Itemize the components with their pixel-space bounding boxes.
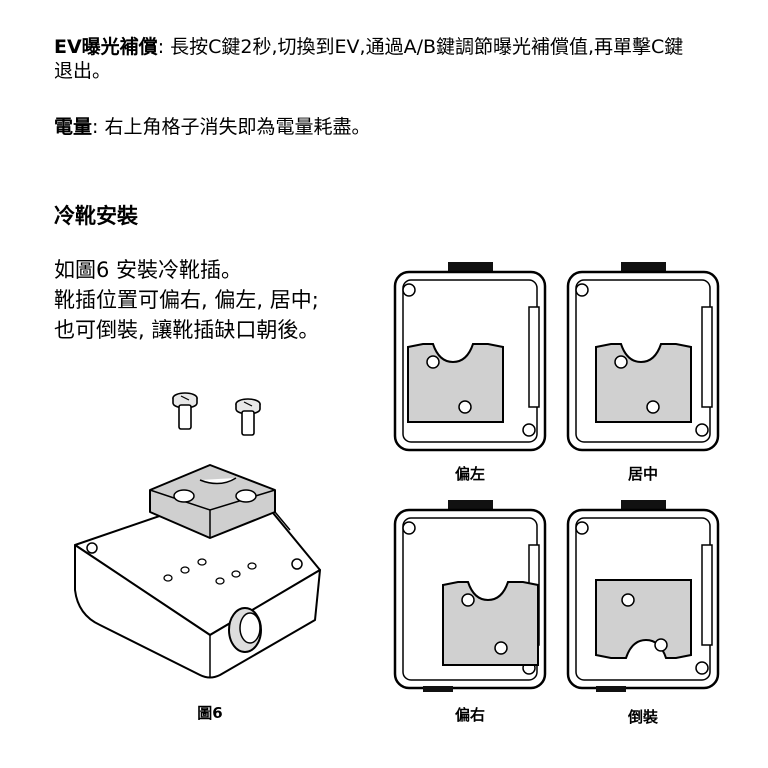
label-top-right: 居中: [627, 465, 658, 483]
install-line-2: 靴插位置可偏右, 偏左, 居中;: [54, 288, 319, 312]
panel-top-right: [566, 262, 720, 452]
label-bottom-left: 偏右: [454, 706, 485, 724]
install-instructions: 如圖6 安裝冷靴插。 靴插位置可偏右, 偏左, 居中; 也可倒裝, 讓靴插缺口朝…: [54, 255, 319, 345]
panel-bottom-left: [393, 500, 547, 692]
battery-paragraph: 電量: 右上角格子消失即為電量耗盡。: [54, 115, 694, 139]
section-title: 冷靴安裝: [54, 204, 138, 228]
ev-text: : 長按C鍵2秒,切換到EV,通過A/B鍵調節曝光補償值,再單擊C鍵退出。: [54, 36, 684, 82]
device-illustration: [74, 464, 321, 679]
battery-text: : 右上角格子消失即為電量耗盡。: [92, 116, 371, 138]
screw-icon: [172, 392, 198, 430]
label-bottom-right: 倒裝: [627, 708, 658, 726]
panel-top-left: [393, 262, 547, 452]
panel-bottom-right: [566, 500, 720, 692]
install-line-1: 如圖6 安裝冷靴插。: [54, 258, 243, 282]
label-top-left: 偏左: [454, 465, 485, 483]
install-line-3: 也可倒裝, 讓靴插缺口朝後。: [54, 318, 320, 342]
figure-caption: 圖6: [197, 704, 223, 722]
battery-label: 電量: [54, 116, 93, 138]
ev-paragraph: EV曝光補償: 長按C鍵2秒,切換到EV,通過A/B鍵調節曝光補償值,再單擊C鍵…: [54, 35, 694, 83]
screw-icon: [235, 398, 261, 436]
ev-label: EV曝光補償: [54, 36, 158, 58]
